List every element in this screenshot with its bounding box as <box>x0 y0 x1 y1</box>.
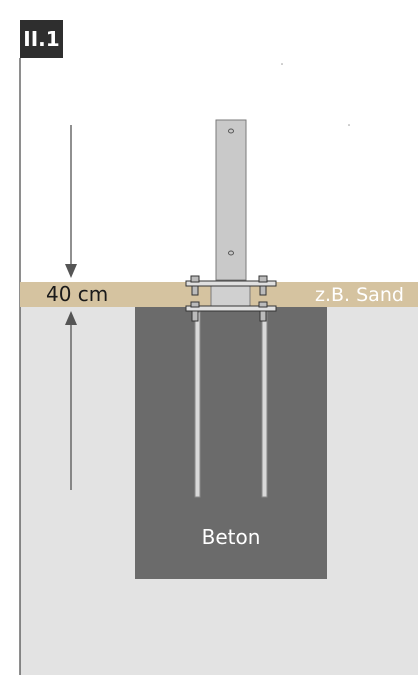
anchor-rod-left <box>194 311 201 498</box>
upper-mounting-plate <box>185 275 277 296</box>
step-badge-label: II.1 <box>23 27 59 51</box>
post-shoe <box>210 285 251 307</box>
concrete-foundation <box>135 307 327 579</box>
layer-label: z.B. Sand <box>315 284 404 306</box>
step-badge <box>20 20 63 58</box>
foundation-label: Beton <box>202 525 261 549</box>
depth-label: 40 cm <box>46 282 108 306</box>
depth-arrow-down <box>65 125 77 278</box>
anchor-rod-right <box>261 311 268 498</box>
speck <box>348 124 350 126</box>
speck <box>281 63 283 65</box>
depth-arrow-up <box>65 311 77 490</box>
post-hole-bottom <box>228 250 234 256</box>
post <box>215 119 247 281</box>
lower-mounting-plate <box>185 301 277 322</box>
post-hole-top <box>228 128 234 134</box>
